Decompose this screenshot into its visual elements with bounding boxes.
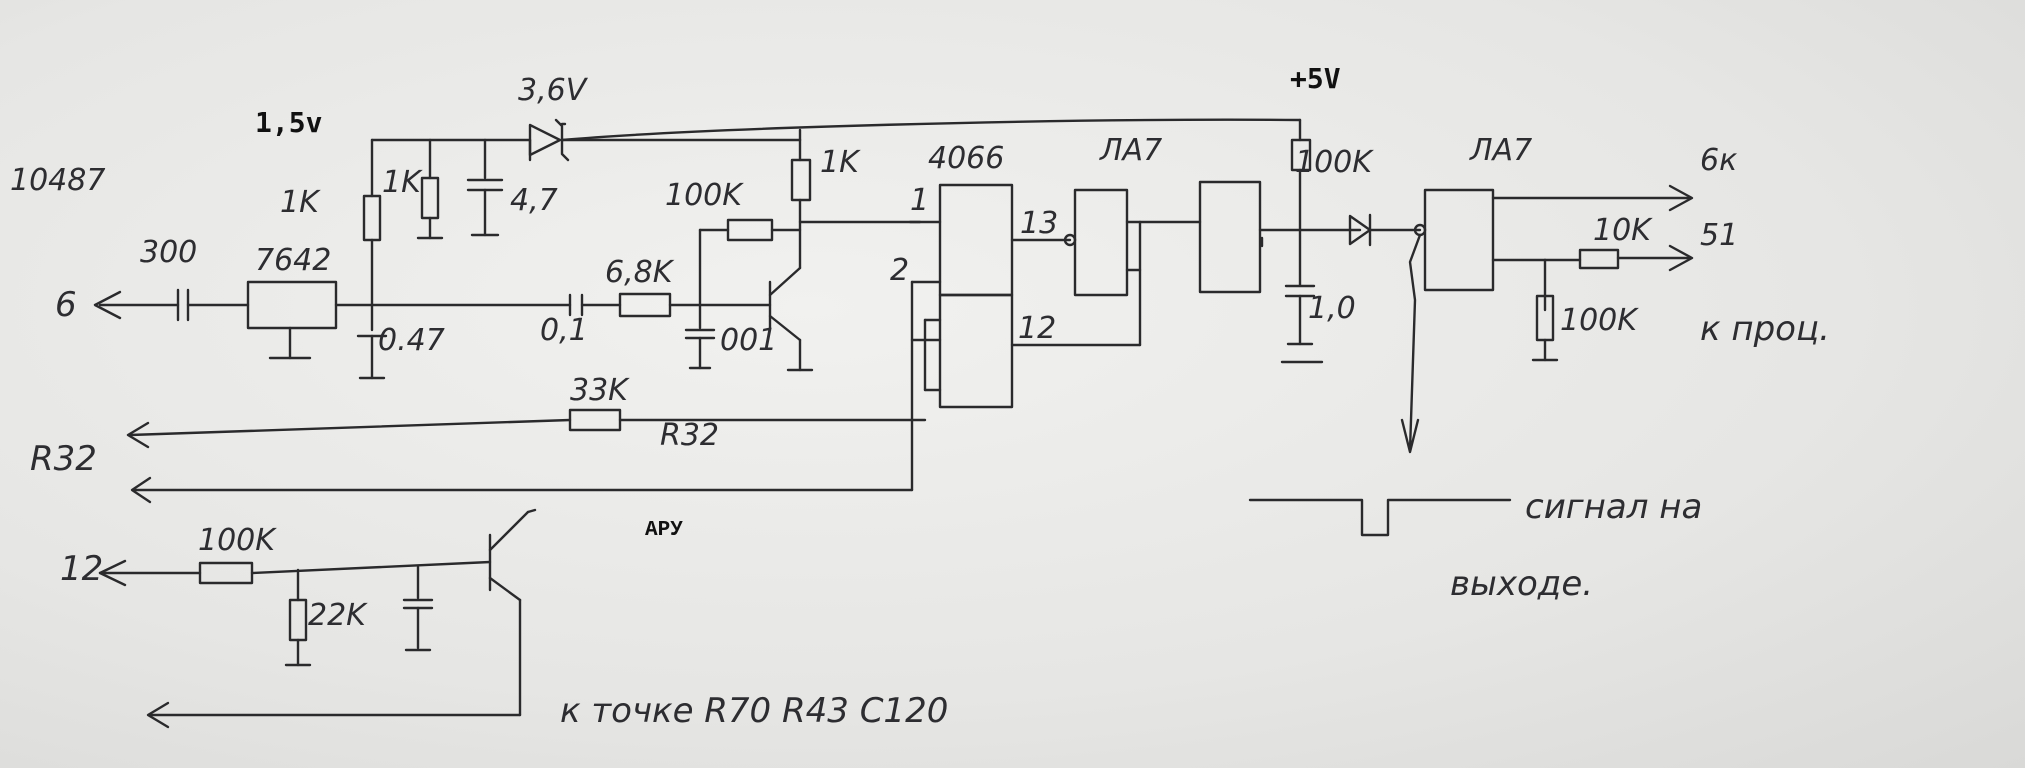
pin13-label: 13 [1020, 206, 1058, 241]
v36-label: 3,6V [518, 73, 589, 108]
c0001-label: 001 [720, 323, 777, 358]
r100k-b-label: 100K [1295, 145, 1374, 180]
r100k-c-label: 100K [1560, 303, 1639, 338]
agc-section [98, 508, 537, 729]
pin6-label: 6 [55, 285, 77, 325]
c01-label: 0,1 [540, 313, 588, 348]
part-number-label: 10487 [10, 163, 105, 198]
la7-gate-1 [1063, 188, 1202, 347]
c047-label: 0.47 [378, 323, 445, 358]
output-pulse [1248, 498, 1512, 537]
pin12-in-label: 12 [60, 549, 103, 589]
to-point-label: к точке R70 R43 C120 [560, 691, 948, 731]
r1k-c-label: 1K [820, 145, 861, 180]
aru-label: АРУ [645, 519, 683, 542]
r22k-label: 22K [308, 598, 368, 633]
r100k-a-label: 100K [665, 178, 744, 213]
amplifier-stage [568, 158, 922, 372]
c300-label: 300 [140, 235, 197, 270]
r100k-d-label: 100K [198, 523, 277, 558]
ic-4066 [908, 183, 1142, 492]
r10k-label: 10K [1593, 213, 1653, 248]
la7-1-label: ЛА7 [1099, 133, 1162, 168]
ic-4066-label: 4066 [928, 141, 1004, 176]
la7-gate-2 [1198, 138, 1422, 364]
c47-label: 4,7 [510, 183, 558, 218]
r68k-label: 6,8K [605, 255, 675, 290]
la7-gate-3 [1400, 188, 1692, 454]
output-arrows [1668, 184, 1694, 272]
r1k-b-label: 1K [382, 165, 423, 200]
r32-lines [126, 408, 927, 504]
pin1-label: 1 [910, 183, 929, 218]
vyhode-label: выходе. [1450, 564, 1593, 604]
r33k-label: 33K [570, 373, 630, 408]
signal-label: сигнал на [1525, 487, 1702, 527]
to-processor-label: к проц. [1700, 309, 1830, 349]
v5-label: +5V [1290, 62, 1341, 95]
zener-3v6 [528, 118, 1302, 162]
c10-label: 1,0 [1308, 291, 1356, 326]
ic-7642 [246, 280, 572, 360]
ic-7642-label: 7642 [255, 243, 331, 278]
input-line [93, 288, 250, 322]
out51-label: 51 [1700, 218, 1738, 253]
pin12-label: 12 [1018, 311, 1056, 346]
out6k-label: 6к [1700, 143, 1737, 178]
v15-label: 1,5v [255, 106, 322, 139]
r32-left-label: R32 [30, 439, 97, 479]
r1k-a-label: 1K [280, 185, 321, 220]
pin2-label: 2 [890, 253, 909, 288]
la7-2-label: ЛА7 [1469, 133, 1532, 168]
r32-label: R32 [660, 418, 719, 453]
bias-network [356, 138, 532, 380]
